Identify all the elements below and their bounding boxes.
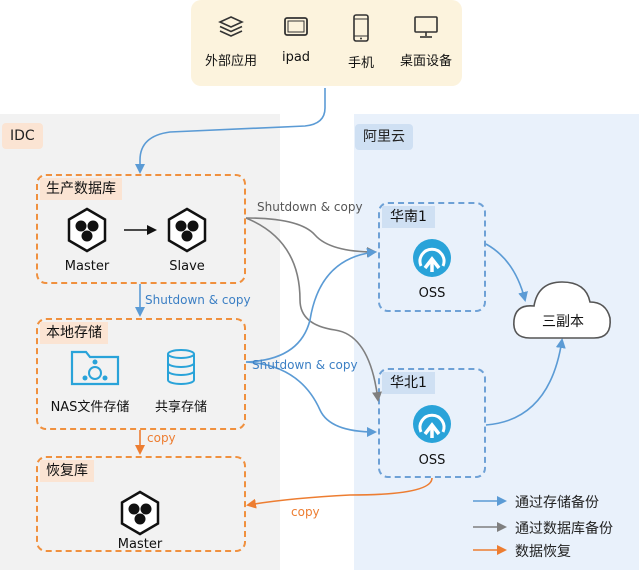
local-storage-title: 本地存储 xyxy=(40,322,108,344)
slave-label: Slave xyxy=(169,259,205,274)
recovery-db-box: 恢复库 xyxy=(36,456,246,552)
flow-label-storage-backup: Shutdown & copy xyxy=(252,358,358,372)
master-label: Master xyxy=(64,259,110,274)
slave-db-icon xyxy=(167,207,207,253)
storage-to-south-arrow xyxy=(245,247,377,363)
client-label: 手机 xyxy=(347,56,374,71)
aliyun-title: 阿里云 xyxy=(355,124,413,150)
database-cylinder-icon xyxy=(167,349,195,385)
client-mobile: 手机 xyxy=(331,14,391,71)
oss-north-label: OSS xyxy=(418,453,446,468)
client-label: ipad xyxy=(281,50,311,65)
clients-box: 外部应用 ipad 手机 桌面设备 xyxy=(191,0,462,86)
nas-folder-icon xyxy=(70,350,120,386)
layers-icon xyxy=(218,16,244,37)
flow-label-db-backup: Shutdown & copy xyxy=(257,200,363,214)
db-to-north-arrow xyxy=(245,217,382,402)
cloud-icon xyxy=(513,281,611,339)
aliyun-panel xyxy=(354,114,639,570)
nas-label: NAS文件存储 xyxy=(50,400,130,415)
client-to-db-arrow xyxy=(135,88,326,174)
legend-storage-backup: 通过存储备份 xyxy=(515,495,599,511)
oss-north-icon xyxy=(411,403,453,445)
region-south-title: 华南1 xyxy=(382,206,435,228)
flow-label-copy-local: copy xyxy=(147,431,176,445)
client-label: 桌面设备 xyxy=(399,54,452,69)
legend-data-recovery: 数据恢复 xyxy=(515,544,571,560)
region-south-box: 华南1 xyxy=(378,202,486,312)
cloud-label: 三副本 xyxy=(542,314,584,330)
master-db-icon xyxy=(67,207,107,253)
prod-db-title: 生产数据库 xyxy=(40,178,122,200)
flow-label-db-to-storage: Shutdown & copy xyxy=(145,293,251,307)
recovery-db-title: 恢复库 xyxy=(40,460,94,482)
region-north-box: 华北1 xyxy=(378,368,486,478)
client-label: 外部应用 xyxy=(204,54,257,69)
local-storage-box: 本地存储 xyxy=(36,318,246,430)
prod-db-box: 生产数据库 xyxy=(36,174,246,284)
recovery-master-label: Master xyxy=(117,537,163,552)
south-to-cloud-arrow xyxy=(485,243,528,302)
flow-label-copy-restore: copy xyxy=(291,505,320,519)
oss-to-recovery-arrow xyxy=(246,477,433,509)
legend-db-backup: 通过数据库备份 xyxy=(515,521,613,537)
mobile-phone-icon xyxy=(353,14,369,42)
region-north-title: 华北1 xyxy=(382,372,435,394)
storage-to-north-arrow xyxy=(245,361,377,437)
oss-south-label: OSS xyxy=(418,286,446,301)
desktop-monitor-icon xyxy=(414,16,438,38)
db-to-south-arrow xyxy=(245,217,377,257)
client-external-app: 外部应用 xyxy=(201,14,261,69)
tablet-icon xyxy=(284,17,308,36)
client-desktop: 桌面设备 xyxy=(396,14,456,69)
idc-title: IDC xyxy=(2,123,43,149)
recovery-master-icon xyxy=(120,490,160,536)
client-ipad: ipad xyxy=(266,14,326,65)
shared-storage-label: 共享存储 xyxy=(154,400,207,415)
oss-south-icon xyxy=(411,237,453,279)
north-to-cloud-arrow xyxy=(485,338,566,426)
